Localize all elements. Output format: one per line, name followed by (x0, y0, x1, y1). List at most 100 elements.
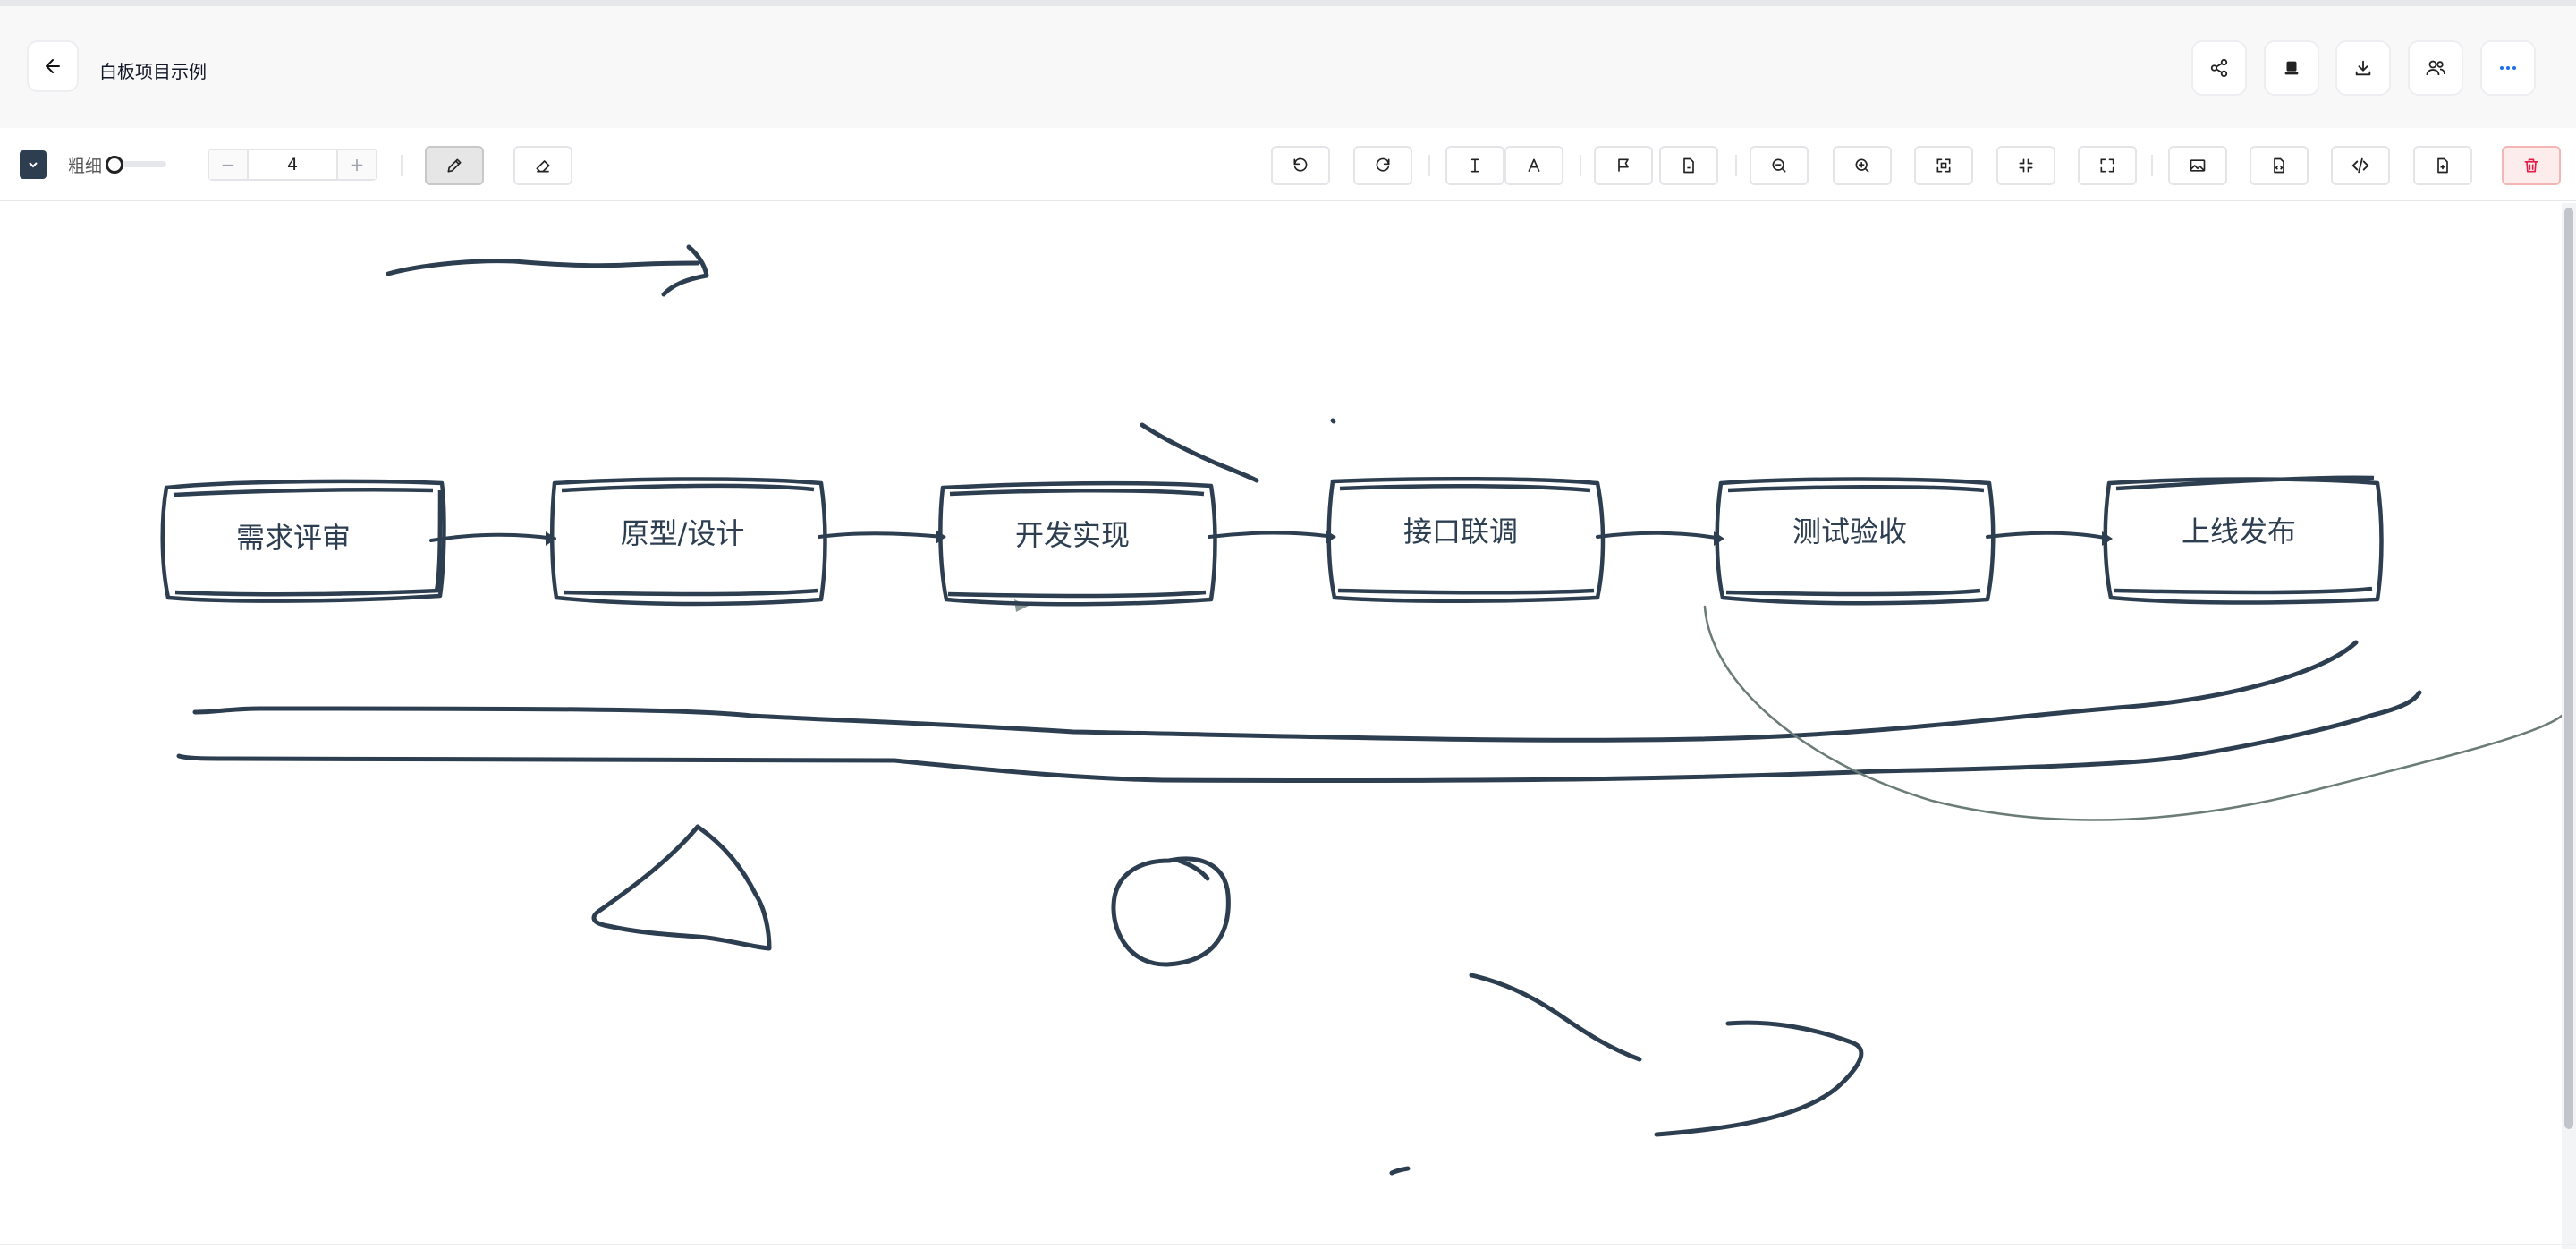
toolbar-divider (1580, 155, 1581, 176)
freehand-triangle (591, 824, 772, 951)
size-increase-button[interactable]: + (338, 150, 376, 179)
chevron-down-icon (29, 162, 38, 168)
text-cursor-icon (1470, 158, 1479, 173)
freehand-stroke (1469, 973, 1642, 1062)
flow-step-label: 开发实现 (1015, 518, 1130, 552)
window-top-border (0, 0, 2576, 6)
arrow-left-icon (46, 59, 60, 73)
collaborators-button[interactable] (2408, 40, 2463, 96)
connector-arrowhead (936, 530, 946, 544)
undo-button[interactable] (1271, 146, 1330, 185)
zoom-out-button[interactable] (1750, 146, 1809, 185)
freehand-stroke (1140, 422, 1259, 483)
freehand-arrow-stroke (386, 244, 709, 297)
size-input[interactable]: 4 (247, 150, 338, 179)
page-title: 白板项目示例 (99, 61, 207, 82)
more-icon (2500, 66, 2516, 70)
freehand-circle (1111, 856, 1231, 967)
back-button[interactable] (27, 40, 79, 92)
thickness-slider-track[interactable] (109, 161, 166, 167)
text-tool-button[interactable] (1504, 146, 1563, 185)
flag-icon (1618, 158, 1629, 172)
more-options-button[interactable] (2480, 40, 2536, 96)
drawing-toolbar: 粗细 − 4 + (0, 128, 2576, 201)
fullscreen-icon (2100, 158, 2114, 173)
thickness-label: 粗细 (68, 157, 103, 176)
export-image-button[interactable] (2168, 146, 2227, 185)
pen-tool-button[interactable] (425, 146, 484, 185)
file-plus-icon (2437, 157, 2448, 174)
flow-connector (818, 531, 945, 539)
flow-box-1 (160, 479, 446, 603)
document-icon (1683, 157, 1694, 174)
size-stepper: − 4 + (208, 149, 377, 181)
cursor-marker (1014, 599, 1029, 612)
code-icon (2351, 157, 2369, 174)
app-header: 白板项目示例 (0, 6, 2576, 128)
present-icon (2284, 61, 2299, 75)
share-button[interactable] (2191, 40, 2247, 96)
trash-icon (2524, 158, 2538, 173)
image-icon (2190, 159, 2206, 172)
drawing-layer: 需求评审 原型/设计 开发实现 接口联调 测试验收 上线发布 (160, 244, 2562, 1176)
toolbar-divider (401, 155, 402, 176)
download-button[interactable] (2335, 40, 2391, 96)
eraser-icon (536, 160, 550, 173)
expand-button[interactable] (1914, 146, 1973, 185)
freehand-stroke (1654, 1020, 1864, 1137)
redo-icon (1376, 157, 1390, 172)
redo-button[interactable] (1353, 146, 1412, 185)
connector-arrowhead (1326, 530, 1336, 544)
canvas-scrollbar-thumb[interactable] (2564, 208, 2573, 1129)
freehand-arc-stroke (1703, 605, 2562, 821)
toolbar-divider (2151, 155, 2153, 176)
undo-icon (1293, 157, 1308, 172)
flow-step-label: 原型/设计 (621, 516, 745, 550)
zoom-in-icon (1855, 158, 1869, 173)
flow-box-4 (1326, 476, 1606, 604)
stroke-color-picker[interactable] (20, 150, 47, 179)
flow-connector (429, 532, 556, 542)
bookmark-tool-button[interactable] (1594, 146, 1653, 185)
shrink-icon (2019, 158, 2033, 173)
font-icon (1528, 158, 1540, 173)
text-cursor-tool-button[interactable] (1445, 146, 1504, 185)
share-icon (2210, 58, 2228, 78)
size-decrease-button[interactable]: − (209, 150, 247, 179)
present-button[interactable] (2264, 40, 2319, 96)
file-code-icon (2274, 157, 2284, 174)
flow-step-label: 上线发布 (2182, 514, 2296, 548)
flow-box-2 (549, 477, 827, 607)
flow-step-label: 接口联调 (1403, 514, 1518, 548)
toolbar-divider (1735, 155, 1737, 176)
flow-step-label: 需求评审 (236, 521, 351, 555)
embed-code-button[interactable] (2331, 146, 2390, 185)
flow-connector (1208, 531, 1335, 539)
freehand-stroke (1389, 1166, 1411, 1176)
freehand-underline-stroke (176, 690, 2422, 784)
flow-box-6 (2103, 475, 2384, 605)
toolbar-divider (1428, 155, 1430, 176)
flow-box-5 (1715, 477, 1996, 606)
canvas-bottom-border (0, 1244, 2576, 1245)
connector-arrowhead (546, 531, 556, 546)
zoom-out-icon (1772, 158, 1786, 173)
freehand-underline-stroke (192, 640, 2359, 743)
fullscreen-button[interactable] (2078, 146, 2137, 185)
document-tool-button[interactable] (1659, 146, 1718, 185)
export-file-button[interactable] (2413, 146, 2472, 185)
export-svg-button[interactable] (2250, 146, 2309, 185)
thickness-slider-handle[interactable] (106, 156, 123, 174)
expand-icon (1936, 158, 1951, 173)
connector-arrowhead (2102, 531, 2113, 546)
whiteboard-canvas[interactable]: 需求评审 原型/设计 开发实现 接口联调 测试验收 上线发布 (0, 203, 2576, 1249)
flow-box-3 (938, 480, 1217, 607)
connector-arrowhead (1714, 531, 1724, 546)
eraser-tool-button[interactable] (513, 146, 572, 185)
collaborators-icon (2426, 60, 2445, 76)
flow-connector (1596, 531, 1723, 540)
download-icon (2355, 60, 2371, 76)
zoom-in-button[interactable] (1833, 146, 1892, 185)
shrink-button[interactable] (1996, 146, 2055, 185)
clear-canvas-button[interactable] (2502, 146, 2561, 185)
